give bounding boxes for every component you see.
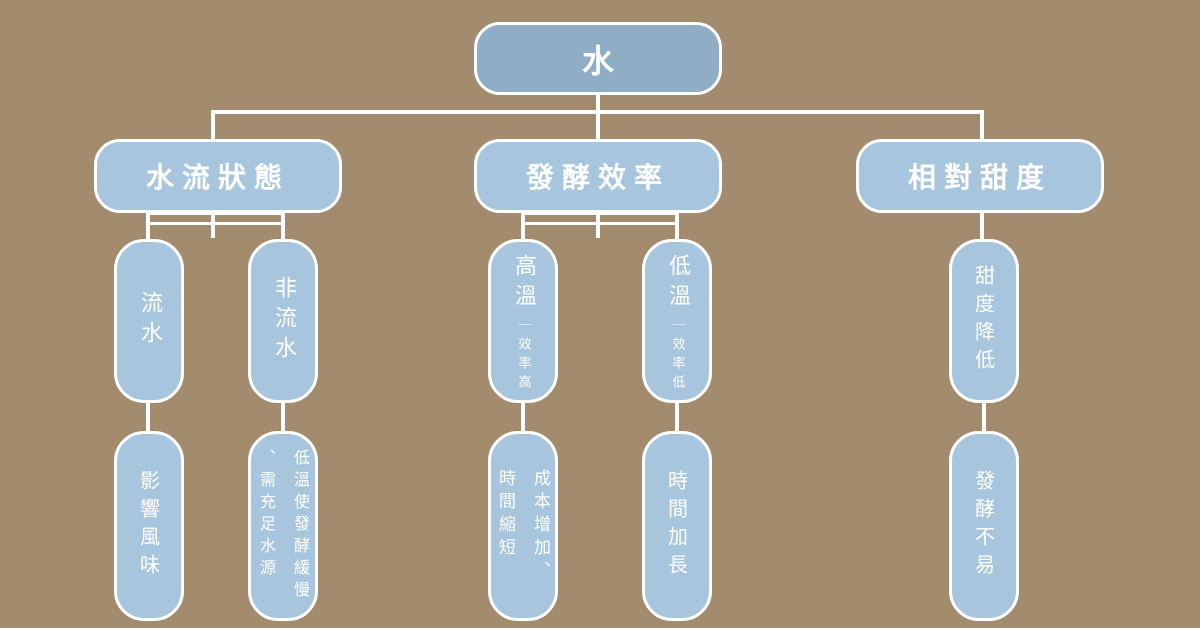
- node-time-longer: 時間加長: [642, 431, 712, 621]
- connector: [980, 110, 984, 142]
- node-fermentation-efficiency: 發酵效率: [474, 139, 722, 213]
- connector: [675, 212, 679, 242]
- node-label: 高溫: [511, 254, 536, 314]
- node-relative-sweetness: 相對甜度: [856, 139, 1104, 213]
- connector: [211, 110, 215, 142]
- node-label: 流水: [137, 291, 162, 351]
- node-non-flowing-water: 非流水: [248, 239, 318, 403]
- node-fermentation-hard: 發酵不易: [949, 431, 1019, 621]
- node-sweetness-decrease: 甜度降低: [949, 239, 1019, 403]
- node-label-col: 成本增加、: [530, 468, 550, 584]
- node-label-col: 時間縮短: [495, 468, 515, 561]
- node-label: 發酵不易: [971, 470, 996, 582]
- node-label: 時間加長: [664, 470, 689, 582]
- node-label: 發酵效率: [525, 161, 670, 194]
- connector: [521, 212, 525, 242]
- connector: [521, 222, 677, 225]
- node-high-temp: 高溫 ｜效率高: [488, 239, 558, 403]
- node-label: 影響風味: [136, 470, 161, 582]
- connector: [146, 212, 285, 215]
- node-label-col: 低溫使發酵緩慢: [291, 449, 310, 603]
- node-label-col: 、需充足水源: [257, 449, 276, 581]
- root-label: 水: [581, 41, 614, 80]
- node-affects-flavor: 影響風味: [114, 431, 184, 621]
- node-water-flow-state: 水流狀態: [94, 139, 342, 213]
- connector: [146, 222, 285, 225]
- node-flowing-water: 流水: [114, 239, 184, 403]
- connector: [146, 212, 150, 242]
- connector: [521, 212, 677, 215]
- connector: [596, 110, 600, 142]
- node-label: 相對甜度: [907, 161, 1052, 194]
- connector: [982, 400, 986, 434]
- node-label: 水流狀態: [145, 161, 290, 194]
- root-node: 水: [474, 22, 722, 95]
- connector: [146, 400, 150, 434]
- node-slow-fermentation: 低溫使發酵緩慢 、需充足水源: [248, 431, 318, 621]
- connector: [596, 94, 600, 114]
- node-sublabel: ｜效率低: [669, 318, 685, 394]
- connector: [675, 400, 679, 434]
- node-label: 非流水: [271, 276, 296, 366]
- connector: [281, 400, 285, 434]
- node-label: 低溫: [665, 254, 690, 314]
- node-sublabel: ｜效率高: [515, 318, 531, 394]
- connector: [521, 400, 525, 434]
- connector: [281, 212, 285, 242]
- node-low-temp: 低溫 ｜效率低: [642, 239, 712, 403]
- node-label: 甜度降低: [971, 265, 996, 377]
- connector: [980, 210, 984, 242]
- node-cost-increase: 成本增加、 時間縮短: [488, 431, 558, 621]
